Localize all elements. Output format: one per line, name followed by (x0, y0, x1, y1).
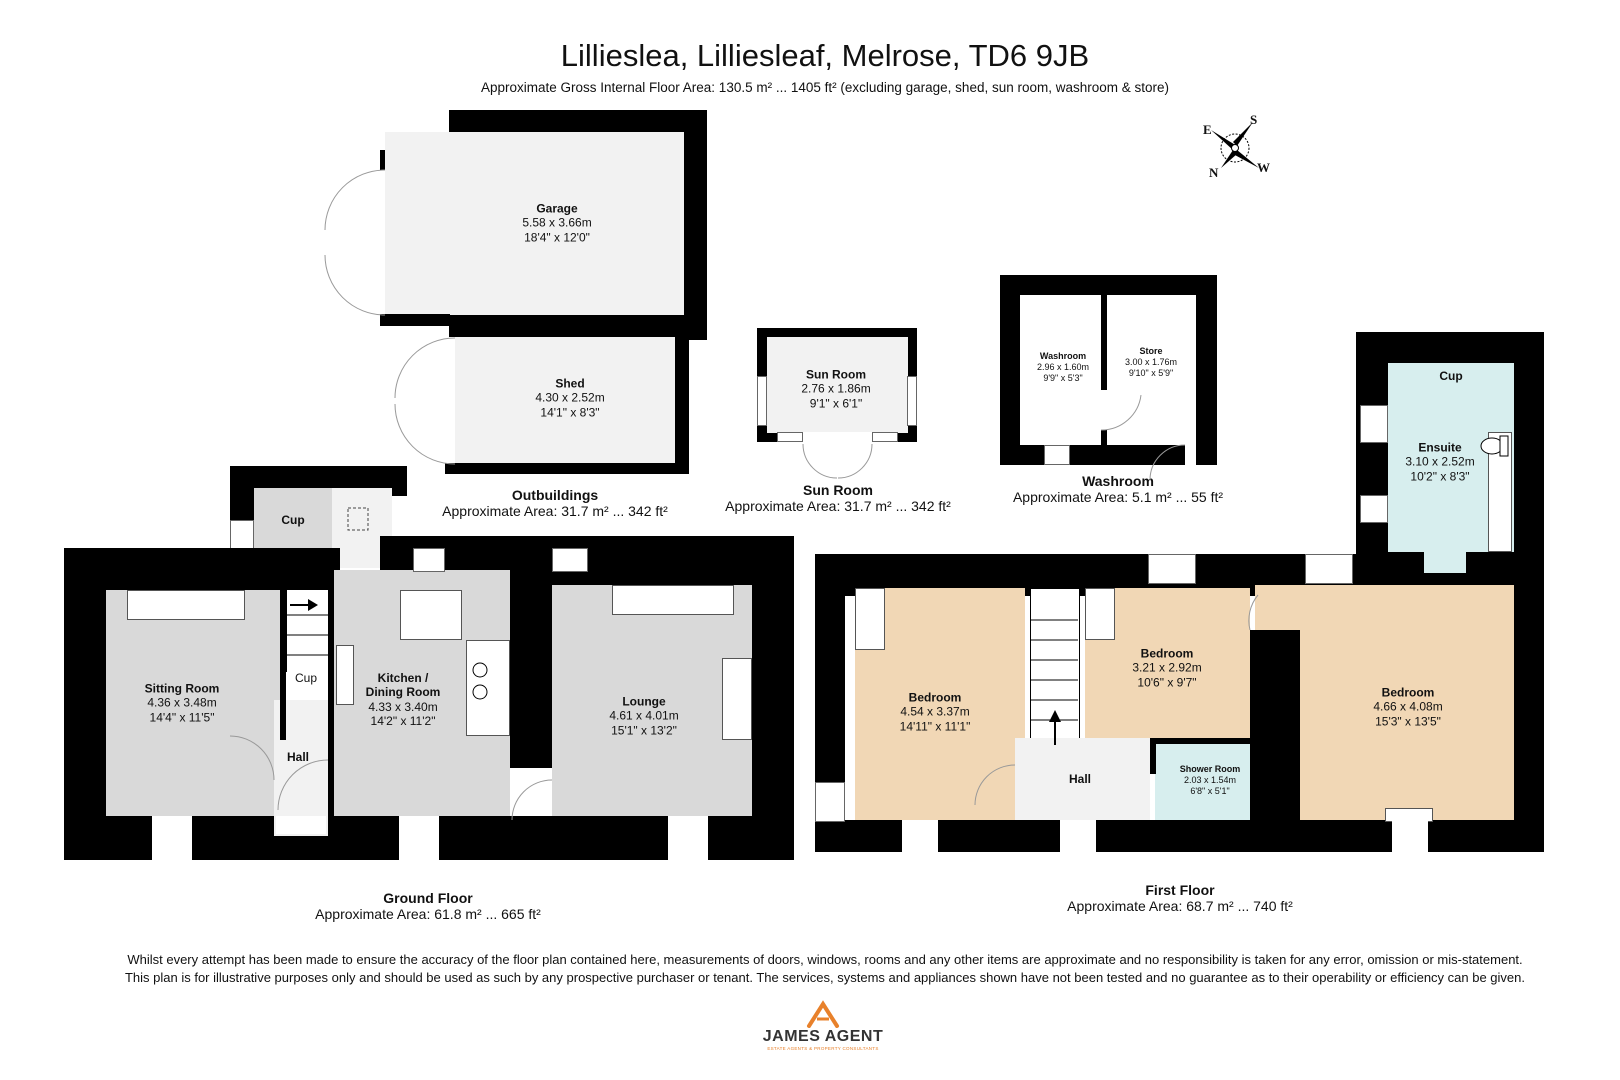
washroom-caption: Washroom Approximate Area: 5.1 m² ... 55… (1012, 473, 1224, 505)
stairs-first (1030, 588, 1080, 740)
cup-ensuite-label: Cup (1439, 368, 1463, 383)
compass-label-s: S (1250, 112, 1258, 127)
agent-logo[interactable]: JAMES AGENT ESTATE AGENTS & PROPERTY CON… (748, 1000, 898, 1055)
stairs-ground (286, 590, 329, 672)
compass-label-n: N (1209, 165, 1219, 180)
cup-stair-label: Cup (294, 670, 318, 685)
sun-room-label: Sun Room 2.76 x 1.86m 9'1" x 6'1" (801, 367, 871, 411)
kitchen-label: Kitchen / Dining Room 4.33 x 3.40m 14'2"… (365, 671, 441, 729)
logo-name: JAMES AGENT (762, 1028, 884, 1045)
shower-room-label: Shower Room 2.03 x 1.54m 6'8" x 5'1" (1179, 763, 1241, 796)
lounge-label: Lounge 4.61 x 4.01m 15'1" x 13'2" (609, 694, 679, 738)
store-label: Store 3.00 x 1.76m 9'10" x 5'9" (1124, 345, 1178, 378)
shed-label: Shed 4.30 x 2.52m 14'1" x 8'3" (535, 376, 605, 420)
compass-label-e: E (1203, 122, 1212, 137)
first-hall-label: Hall (1068, 771, 1092, 786)
disclaimer-line-1: Whilst every attempt has been made to en… (127, 952, 1523, 967)
plan-subtitle: Approximate Gross Internal Floor Area: 1… (480, 80, 1170, 95)
sun-room (767, 337, 908, 433)
bedroom2-label: Bedroom 3.21 x 2.92m 10'6" x 9'7" (1132, 646, 1202, 690)
bedroom3-label: Bedroom 4.66 x 4.08m 15'3" x 13'5" (1373, 685, 1443, 729)
compass-label-w: W (1257, 160, 1270, 175)
ensuite-label: Ensuite 3.10 x 2.52m 10'2" x 8'3" (1405, 440, 1475, 484)
logo-mark-icon (807, 1000, 839, 1028)
shed-room (455, 337, 675, 464)
washroom-label: Washroom 2.96 x 1.60m 9'9" x 5'3" (1036, 350, 1090, 383)
bedroom1-label: Bedroom 4.54 x 3.37m 14'11" x 11'1" (899, 690, 971, 734)
disclaimer-line-2: This plan is for illustrative purposes o… (124, 970, 1525, 985)
compass-rose-icon (1211, 122, 1259, 168)
logo-tagline: ESTATE AGENTS & PROPERTY CONSULTANTS (767, 1046, 879, 1051)
compass: E S N W (1195, 112, 1275, 180)
garage-label: Garage 5.58 x 3.66m 18'4" x 12'0" (522, 201, 592, 245)
cup-outer-label: Cup (281, 512, 305, 527)
outbuildings-caption: Outbuildings Approximate Area: 31.7 m² .… (442, 487, 668, 519)
washroom-room (1020, 295, 1101, 445)
sitting-room-label: Sitting Room 4.36 x 3.48m 14'4" x 11'5" (144, 681, 220, 725)
bedroom3-room (1300, 585, 1514, 820)
garage-room (385, 132, 684, 315)
shower-room (1155, 744, 1255, 820)
ground-hall-label: Hall (286, 749, 310, 764)
first-hall (1015, 738, 1150, 820)
ground-floor-caption: Ground Floor Approximate Area: 61.8 m² .… (315, 890, 541, 922)
sun-room-caption: Sun Room Approximate Area: 31.7 m² ... 3… (725, 482, 951, 514)
first-floor-caption: First Floor Approximate Area: 68.7 m² ..… (1067, 882, 1293, 914)
lounge-room (552, 585, 752, 816)
cup-outer (254, 488, 332, 550)
plan-title: Lillieslea, Lilliesleaf, Melrose, TD6 9J… (560, 38, 1090, 73)
